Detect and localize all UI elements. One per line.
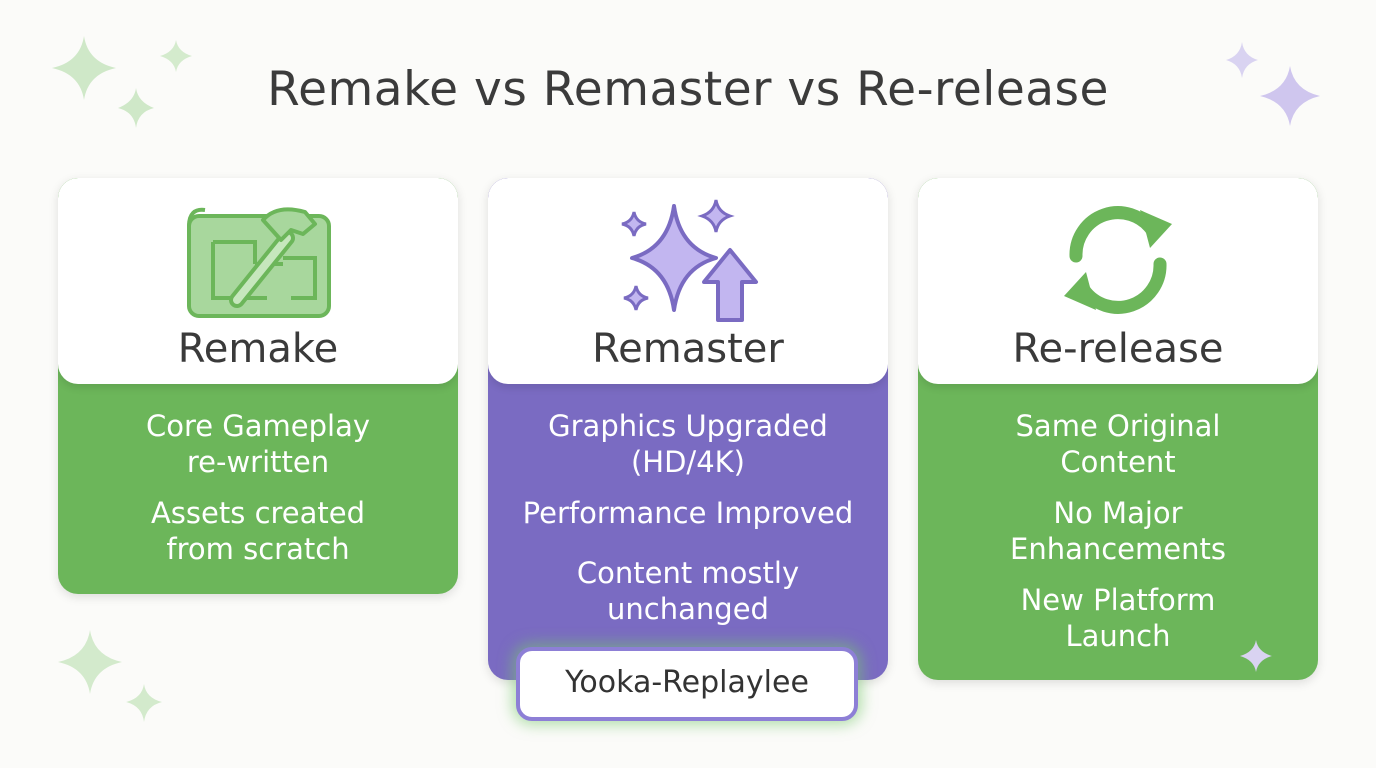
card-point: Same Original Content [1015, 409, 1221, 479]
card-point: New Platform Launch [1020, 583, 1216, 653]
card-point: Assets created from scratch [150, 496, 366, 566]
card-point: Core Gameplay re-written [145, 409, 371, 479]
remake-card: Remake Core Gameplay re-written Assets c… [58, 178, 458, 594]
card-body: Core Gameplay re-written Assets created … [58, 378, 458, 594]
card-point: No Major Enhancements [1010, 496, 1226, 566]
diagram-title: Remake vs Remaster vs Re-release [267, 62, 1109, 117]
sparkle-decoration-icon [58, 630, 162, 722]
card-title: Remaster [592, 326, 784, 372]
blueprint-hammer-icon [187, 207, 331, 318]
card-title: Remake [177, 326, 339, 372]
card-point: Graphics Upgraded (HD/4K) [548, 409, 828, 479]
card-point: Performance Improved [522, 496, 854, 530]
card-header: Re-release [918, 178, 1318, 384]
card-point: Content mostly unchanged [576, 556, 800, 626]
sparkle-decoration-icon [1240, 640, 1272, 672]
re-release-card: Re-release Same Original Content No Majo… [918, 178, 1318, 680]
sparkle-decoration-icon [52, 36, 192, 128]
card-body: Graphics Upgraded (HD/4K) Performance Im… [488, 378, 888, 680]
card-body: Same Original Content No Major Enhanceme… [918, 378, 1318, 680]
remaster-card: Remaster Graphics Upgraded (HD/4K) Perfo… [488, 178, 888, 680]
example-badge: Yooka-Replaylee [516, 647, 858, 721]
card-header: Remaster [488, 178, 888, 384]
sparkle-decoration-icon [1226, 42, 1320, 126]
sparkle-arrow-up-icon [621, 199, 758, 322]
card-title: Re-release [1012, 326, 1224, 372]
refresh-cycle-icon [1064, 206, 1172, 314]
card-header: Remake [58, 178, 458, 384]
